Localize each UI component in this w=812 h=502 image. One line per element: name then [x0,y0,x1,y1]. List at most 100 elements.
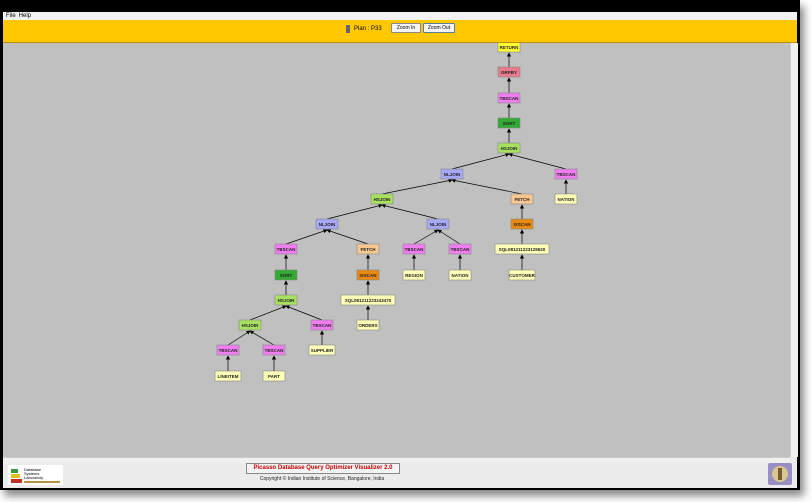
plan-node-box [497,117,521,129]
plan-node-box [238,319,262,331]
plan-node-box [510,218,534,230]
plan-node-hsjoin[interactable]: HSJOIN [274,294,298,306]
plan-node-box [510,193,534,205]
plan-edge [227,330,251,346]
plan-node-label: HSJOIN [501,146,518,151]
plan-node-box [340,294,396,306]
plan-node-box [274,294,298,306]
svg-text:Systems: Systems [24,471,39,476]
plan-edge [381,178,453,195]
plan-node-box [402,243,426,255]
plan-node-nation[interactable]: NATION [448,269,472,281]
plan-node-grpby[interactable]: GRPBY [497,66,521,78]
plan-node-tbscan[interactable]: TBSCAN [216,344,240,356]
plan-node-box [448,243,472,255]
plan-node-orders[interactable]: ORDERS [356,319,380,331]
plan-node-sort[interactable]: SORT [497,117,521,129]
plan-node-label: SORT [280,273,293,278]
plan-node-box [356,269,380,281]
plan-node-hsjoin[interactable]: HSJOIN [238,319,262,331]
plan-node-supplier[interactable]: SUPPLIER [308,344,336,356]
plan-tree: RETURN GRPBY TBSCAN SORT HSJOIN NLJOIN TBSCAN N… [214,41,578,382]
zoom-in-button[interactable]: Zoom In [391,23,421,33]
plan-node-label: CUSTOMER [509,273,535,278]
plan-node-box [315,218,339,230]
plan-node-label: SQL081211223129620 [499,247,546,252]
plan-node-label: TBSCAN [500,96,519,101]
plan-node-nljoin[interactable]: NLJOIN [315,218,339,230]
plan-node-box [310,319,334,331]
plan-node-region[interactable]: REGION [402,269,426,281]
plan-node-tbscan[interactable]: TBSCAN [554,168,578,180]
horizontal-scrollbar[interactable] [3,457,790,464]
plan-node-label: PART [268,374,280,379]
plan-node-label: NLJOIN [319,222,336,227]
plan-node-customer[interactable]: CUSTOMER [508,269,536,281]
plan-node-label: TBSCAN [277,247,296,252]
plan-node-nljoin[interactable]: NLJOIN [426,218,450,230]
plan-node-sort[interactable]: SORT [274,269,298,281]
plan-node-box [497,92,521,104]
plan-node-box [262,370,286,382]
plan-edge [413,229,439,245]
plan-node-box [356,243,380,255]
plan-node-box [402,269,426,281]
plan-node-label: ORDERS [358,323,377,328]
plan-node-tbscan[interactable]: TBSCAN [497,92,521,104]
plan-node-label: HSJOIN [278,298,295,303]
plan-node-label: TBSCAN [219,348,238,353]
plan-node-label: RETURN [500,45,519,50]
plan-node-lineitem[interactable]: LINEITEM [214,370,242,382]
plan-node-fetch[interactable]: FETCH [510,193,534,205]
plan-node-box [494,243,550,255]
plan-edge [326,203,383,220]
vertical-scrollbar[interactable] [790,43,798,457]
plan-node-ixscan[interactable]: IXSCAN [356,269,380,281]
plan-node-label: LINEITEM [218,374,239,379]
plan-color-swatch [346,25,350,33]
plan-edge [249,305,287,321]
menu-file[interactable]: File [6,13,16,19]
iisc-logo [768,463,792,485]
plan-node-label: FETCH [361,247,376,252]
menu-help[interactable]: Help [18,13,32,19]
plan-node-tbscan[interactable]: TBSCAN [274,243,298,255]
app-title-button[interactable]: Picasso Database Query Optimizer Visuali… [246,463,400,474]
plan-node-hsjoin[interactable]: HSJOIN [370,193,394,205]
plan-node-label: TBSCAN [265,348,284,353]
plan-node-sql081211223129620[interactable]: SQL081211223129620 [494,243,550,255]
plan-node-hsjoin[interactable]: HSJOIN [497,142,521,154]
plan-node-label: TBSCAN [451,247,470,252]
plan-edge [381,203,439,220]
plan-node-box [497,142,521,154]
plan-node-box [356,319,380,331]
plan-node-label: TBSCAN [405,247,424,252]
plan-node-tbscan[interactable]: TBSCAN [402,243,426,255]
toolbar: Plan : P33 Zoom In Zoom Out [3,20,797,43]
plan-node-nljoin[interactable]: NLJOIN [440,168,464,180]
svg-text:Database: Database [24,467,42,472]
plan-node-box [262,344,286,356]
plan-edge [508,152,567,170]
plan-node-box [426,218,450,230]
plan-node-box [554,193,578,205]
plan-node-fetch[interactable]: FETCH [356,243,380,255]
plan-node-label: REGION [405,273,423,278]
plan-edge [437,229,461,245]
plan-node-part[interactable]: PART [262,370,286,382]
plan-tree-canvas[interactable]: RETURN GRPBY TBSCAN SORT HSJOIN NLJOIN TBSCAN N… [3,41,790,457]
plan-node-sql081211223243470[interactable]: SQL081211223243470 [340,294,396,306]
svg-text:Laboratory: Laboratory [24,475,43,480]
plan-node-nation[interactable]: NATION [554,193,578,205]
plan-node-label: IXSCAN [513,222,530,227]
plan-node-return[interactable]: RETURN [497,41,521,53]
zoom-out-button[interactable]: Zoom Out [423,23,455,33]
plan-node-tbscan[interactable]: TBSCAN [310,319,334,331]
plan-node-box [554,168,578,180]
plan-node-box [497,66,521,78]
plan-node-tbscan[interactable]: TBSCAN [448,243,472,255]
plan-node-tbscan[interactable]: TBSCAN [262,344,286,356]
plan-node-ixscan[interactable]: IXSCAN [510,218,534,230]
